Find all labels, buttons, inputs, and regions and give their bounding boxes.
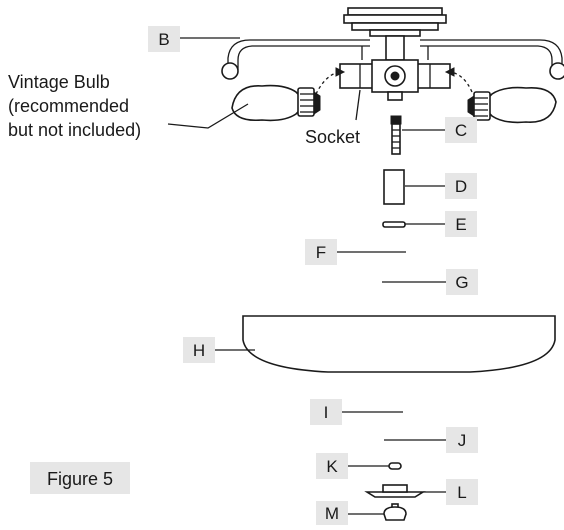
svg-text:H: H [193,341,205,360]
figure-label: Figure 5 [30,462,130,494]
finial-base-l [364,484,426,498]
svg-text:M: M [325,504,339,523]
svg-text:J: J [458,431,467,450]
svg-text:Figure 5: Figure 5 [47,469,113,489]
callout-h: H [183,337,215,363]
socket-leader [355,89,361,121]
svg-text:C: C [455,121,467,140]
coupling-d [383,169,405,205]
callout-l: L [446,479,478,505]
callout-e: E [445,211,477,237]
callout-leaders [180,37,446,515]
svg-text:G: G [455,273,468,292]
bulb-note-line-3: but not included) [8,120,141,140]
left-bulb-icon [231,84,321,122]
svg-text:F: F [316,243,326,262]
callout-k: K [316,453,348,479]
svg-text:K: K [326,457,338,476]
callout-i: I [310,399,342,425]
finial-m [383,503,407,521]
svg-text:D: D [455,177,467,196]
callout-m: M [316,501,348,525]
bulb-note-line-1: Vintage Bulb [8,72,110,92]
callout-g: G [446,269,478,295]
washer-e [382,221,406,228]
right-bulb-icon [467,86,557,124]
nut-k [388,462,402,470]
insertion-arrows [315,67,473,95]
callout-f: F [305,239,337,265]
fixture-frame [221,7,564,101]
svg-text:I: I [324,403,329,422]
bulb-note-line-2: (recommended [8,96,129,116]
threaded-rod-c [390,115,402,155]
socket-label: Socket [305,127,360,147]
callout-b: B [148,26,180,52]
callout-j: J [446,427,478,453]
svg-text:B: B [158,30,169,49]
svg-text:L: L [457,483,466,502]
bulb-note: Vintage Bulb (recommended but not includ… [8,72,249,140]
svg-text:E: E [455,215,466,234]
callout-c: C [445,117,477,143]
callout-d: D [445,173,477,199]
glass-bowl-h [242,315,556,373]
